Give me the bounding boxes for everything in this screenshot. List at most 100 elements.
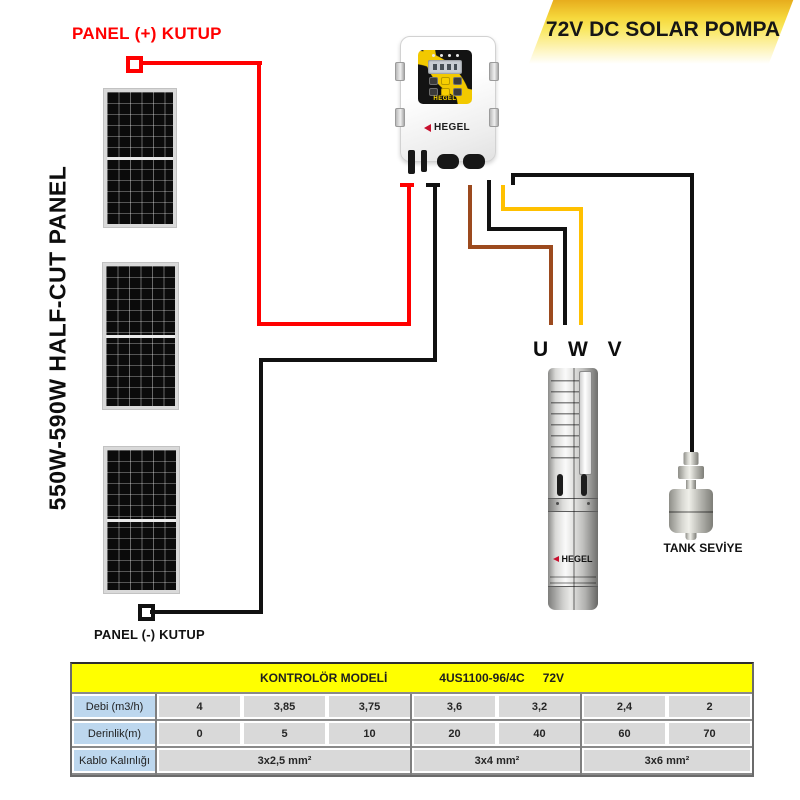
float-switch-tip [685,533,697,540]
wire-motor-w [563,227,567,325]
controller-key [452,77,462,85]
float-switch-body [669,489,713,533]
table-cell: 40 [499,723,580,744]
title-badge: 72V DC SOLAR POMPA [545,18,781,41]
table-cell: 3,75 [329,696,410,717]
wire-motor-w [487,227,567,231]
hegel-flame-icon [553,556,560,562]
panel-array-label: 550W-590W HALF-CUT PANEL [44,165,71,511]
table-cell: 2 [669,696,750,717]
controller-latch [395,108,405,127]
table-cell: 3x4 mm² [414,750,580,771]
hegel-flame-icon [424,123,432,132]
pump-ring [550,576,596,578]
panel-positive-label: PANEL (+) KUTUP [72,24,222,43]
controller-brand: HEGEL [400,122,494,133]
table-cell: 0 [159,723,240,744]
solar-panel-3 [104,447,179,593]
controller-lcd [428,60,462,74]
table-row-debi: Debi (m3/h) 4 3,85 3,75 3,6 3,2 2,4 2 [72,694,752,721]
table-cell: 3,85 [244,696,325,717]
wire-tank-float [690,173,694,452]
wire-panel-positive [407,185,411,326]
wire-panel-negative [259,358,437,362]
controller-key [440,77,450,85]
table-cell: 70 [669,723,750,744]
cable-gland [421,150,427,172]
controller-key [440,88,450,96]
wire-motor-u [468,185,472,249]
wire-motor-v [501,185,505,211]
wire-tank-float [511,176,515,185]
solar-panel-2 [103,263,178,409]
table-header-voltage: 72V [542,671,565,685]
panel-positive-connector [126,56,143,73]
pump-inlet-slot [581,474,587,496]
controller-panel-logo: HEGEL [433,96,457,102]
controller-brand-text: HEGEL [434,122,470,133]
table-cell: 4 [159,696,240,717]
controller-display-panel: HEGEL [418,50,472,104]
pump-motor-cap [548,586,598,610]
pump-inlet-slot [557,474,563,496]
cable-gland [437,154,459,169]
controller-key [452,88,462,96]
tank-level-label: TANK SEVİYE [663,541,743,555]
table-cell: 10 [329,723,410,744]
float-switch-nut [683,452,699,465]
table-row-label: Derinlik(m) [74,723,155,744]
table-cell: 5 [244,723,325,744]
table-header-model: 4US1100-96/4C [439,671,525,685]
table-row-label: Kablo Kalınlığı [74,750,155,771]
controller-key [428,77,438,85]
submersible-pump: HEGEL [548,368,598,610]
pump-stage-ribs [551,380,583,468]
wire-motor-v [501,207,583,211]
table-row-derinlik: Derinlik(m) 0 5 10 20 40 60 70 [72,721,752,748]
status-led-row [418,54,472,57]
cable-gland [408,150,415,174]
table-cell: 2,4 [584,696,665,717]
controller-box: HEGEL HEGEL [395,36,499,176]
controller-keypad [418,77,472,96]
controller-latch [395,62,405,81]
wire-panel-negative-terminal [426,183,440,187]
table-cell: 20 [414,723,495,744]
wire-tank-float [511,173,694,177]
wire-motor-w [487,180,491,231]
spec-table-header: KONTROLÖR MODELİ 4US1100-96/4C 72V [72,664,752,694]
float-switch-hex [678,466,704,479]
table-cell: 3,6 [414,696,495,717]
wire-panel-negative [150,610,263,614]
pump-ring [550,582,596,584]
cable-gland [463,154,485,169]
wire-panel-positive [143,61,262,65]
wire-panel-positive [257,322,411,326]
wire-panel-negative [259,358,263,614]
pump-coupling [548,498,598,512]
panel-negative-label: PANEL (-) KUTUP [94,627,205,642]
solar-panel-1 [104,89,176,227]
float-switch [666,452,716,542]
wire-motor-u [549,245,553,325]
wire-panel-negative [433,185,437,362]
controller-key [428,88,438,96]
table-row-label: Debi (m3/h) [74,696,155,717]
table-cell: 60 [584,723,665,744]
wire-motor-u [468,245,553,249]
pump-brand: HEGEL [548,554,598,564]
spec-table: KONTROLÖR MODELİ 4US1100-96/4C 72V Debi … [70,662,754,777]
wire-panel-positive [257,61,261,326]
pump-seam [573,368,575,610]
table-cell: 3x2,5 mm² [159,750,410,771]
controller-latch [489,62,499,81]
table-row-kablo: Kablo Kalınlığı 3x2,5 mm² 3x4 mm² 3x6 mm… [72,748,752,775]
table-header-title: KONTROLÖR MODELİ [259,671,388,685]
pump-cable-guard [579,371,592,475]
wire-panel-positive-terminal [400,183,414,187]
pump-brand-text: HEGEL [561,554,593,564]
motor-terminals-label: U W V [533,338,629,361]
table-cell: 3x6 mm² [584,750,750,771]
float-switch-neck [686,480,696,489]
controller-latch [489,108,499,127]
